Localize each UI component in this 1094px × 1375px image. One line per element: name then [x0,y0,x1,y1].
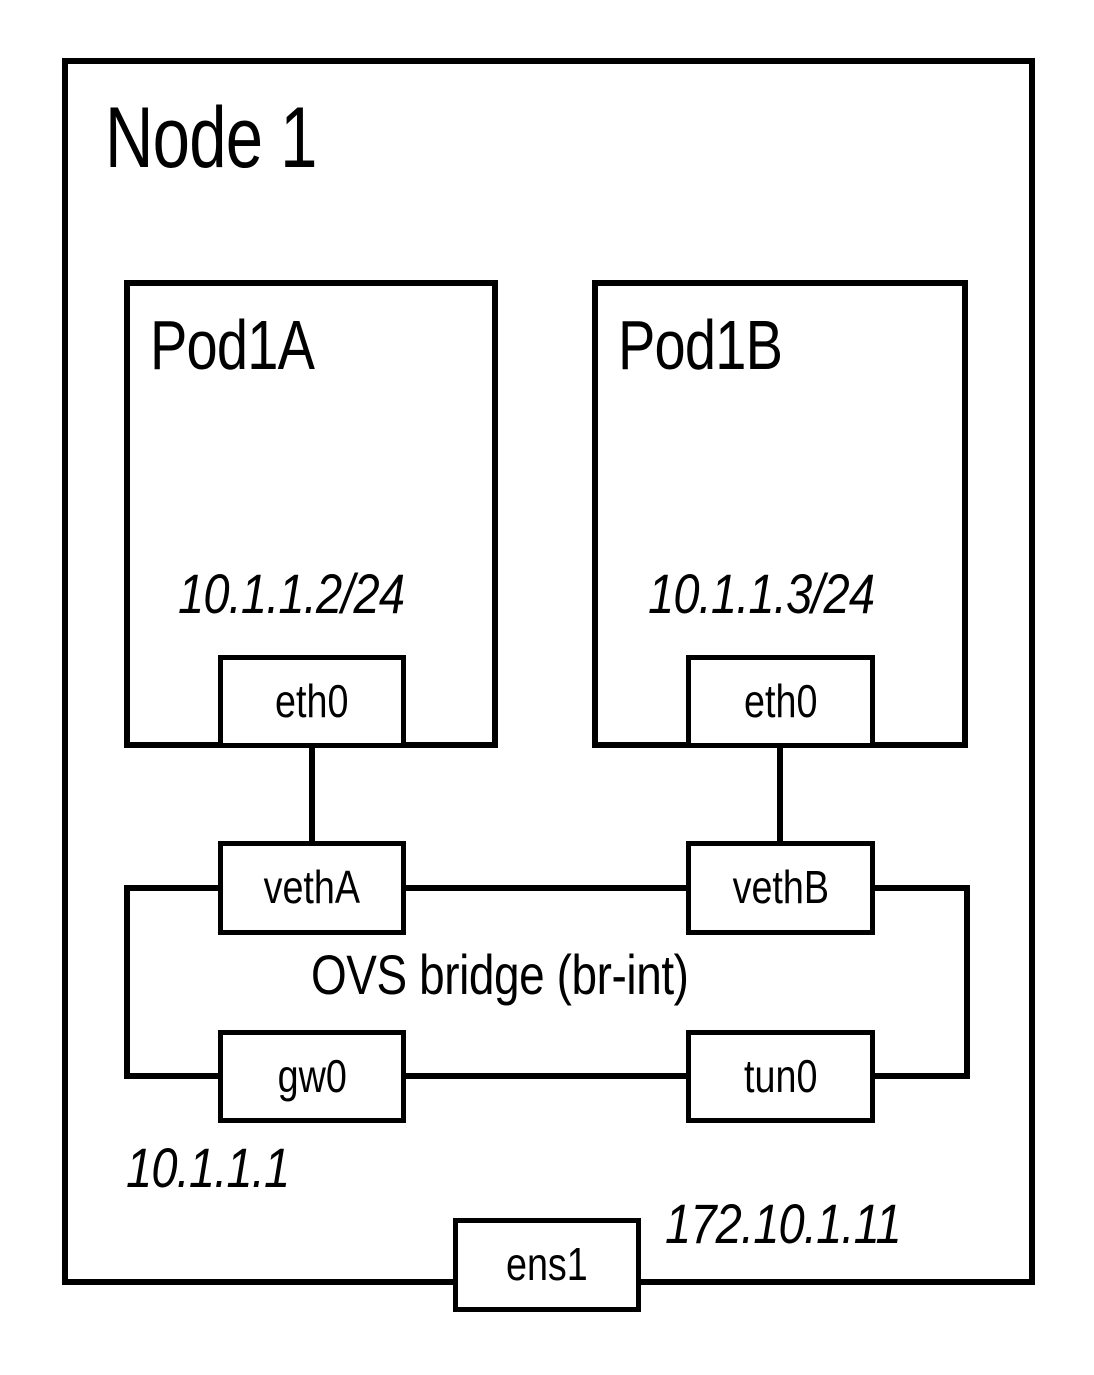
iface-box-pod1a-eth0: eth0 [218,655,406,748]
iface-box-pod1b-eth0: eth0 [686,655,875,748]
iface-label-tun0: tun0 [743,1049,818,1102]
iface-label-gw0: gw0 [277,1049,347,1102]
iface-label-vetha: vethA [263,861,361,914]
bridge-edge-bottom [124,1073,970,1079]
link-ens1-to-node-right [637,1279,1035,1285]
pod-title-pod1b: Pod1B [618,306,783,384]
bridge-edge-top [124,885,970,891]
ens1-ip-label: 172.10.1.11 [665,1192,902,1255]
iface-box-vethb: vethB [686,841,875,935]
iface-box-gw0: gw0 [218,1030,406,1123]
gw0-ip-label: 10.1.1.1 [126,1136,290,1199]
link-node-to-ens1-left [62,1279,457,1285]
iface-label-ens1: ens1 [506,1238,588,1291]
iface-box-tun0: tun0 [686,1030,875,1123]
pod-ip-pod1a: 10.1.1.2/24 [178,562,405,625]
bridge-edge-right [964,885,970,1079]
bridge-title: OVS bridge (br-int) [311,943,689,1006]
iface-label-pod1b-eth0: eth0 [743,674,818,727]
iface-label-pod1a-eth0: eth0 [275,674,349,727]
bridge-edge-left [124,885,130,1079]
node-title: Node 1 [105,90,317,186]
link-pod1b-eth0-to-vethb [777,744,783,844]
iface-box-vetha: vethA [218,841,406,935]
link-pod1a-eth0-to-vetha [309,744,315,844]
iface-box-ens1: ens1 [453,1218,641,1312]
pod-ip-pod1b: 10.1.1.3/24 [648,562,875,625]
pod-title-pod1a: Pod1A [150,306,315,384]
iface-label-vethb: vethB [732,861,829,914]
